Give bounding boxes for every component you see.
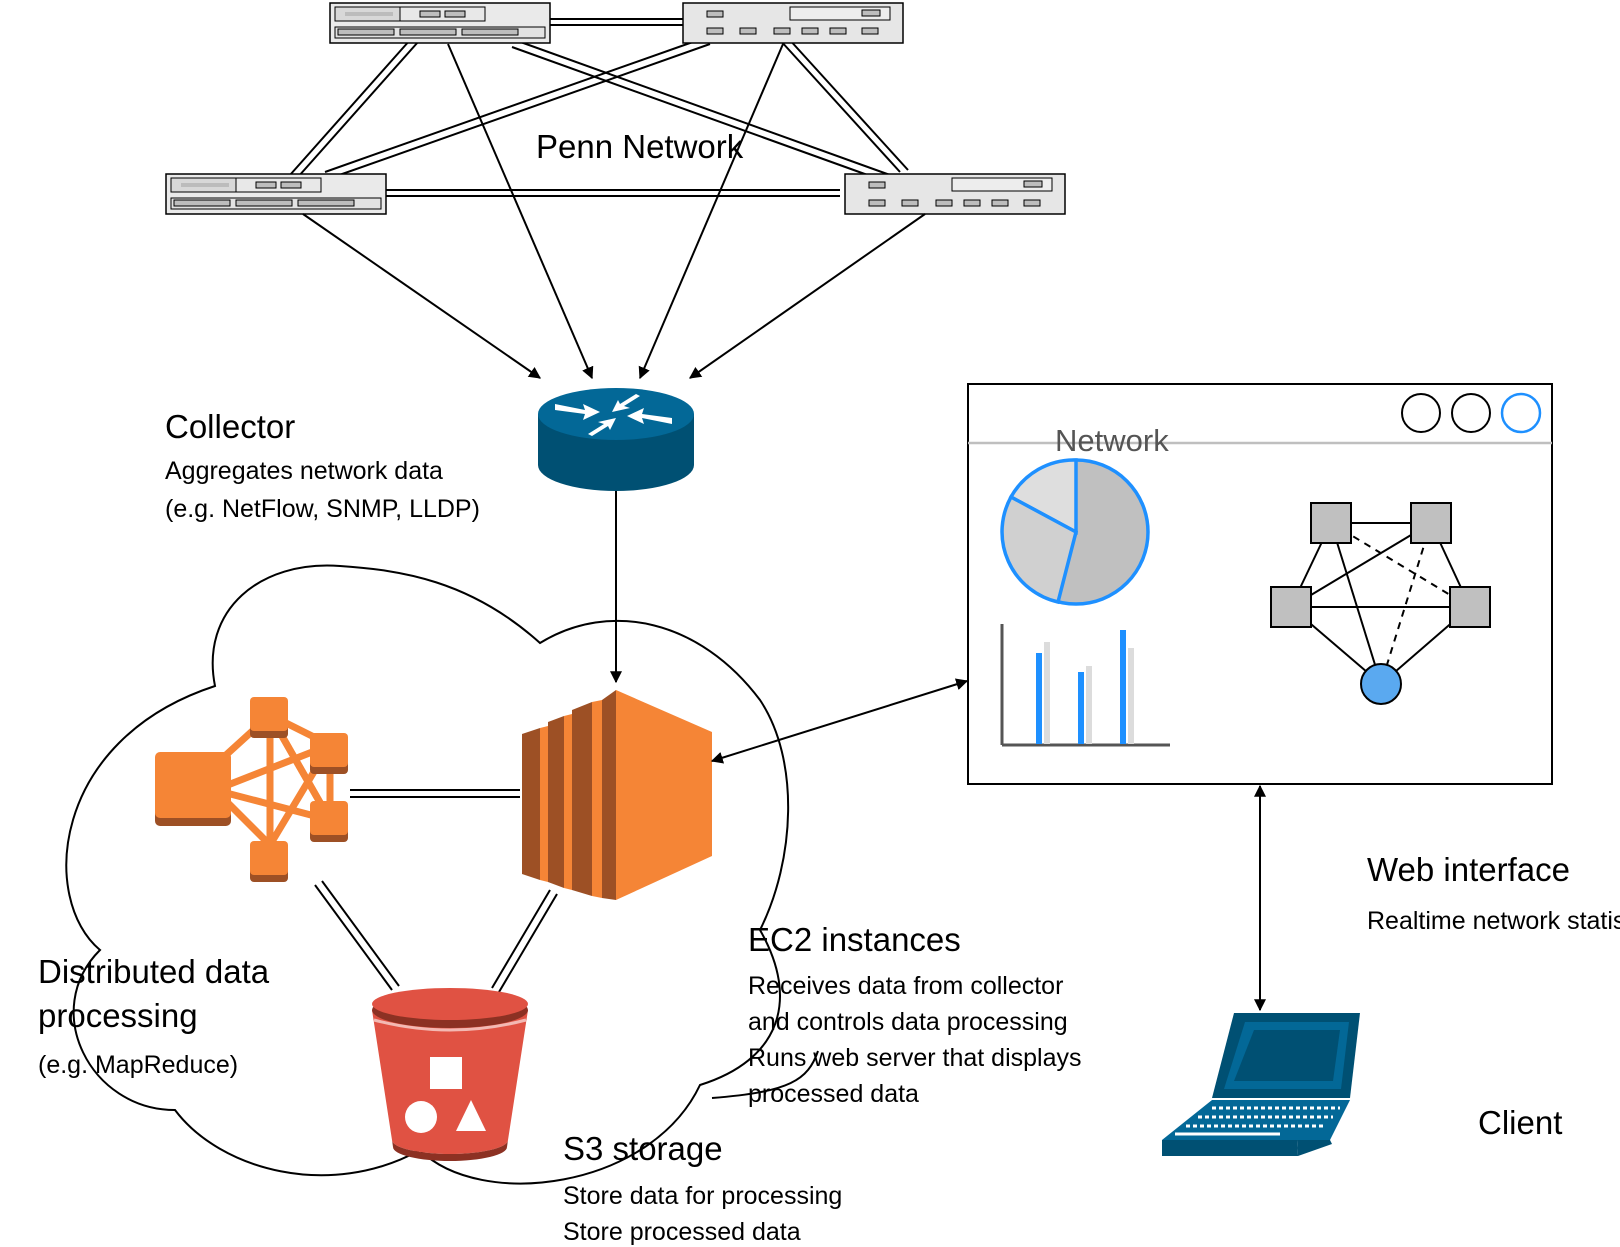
pie-chart-icon (1000, 458, 1150, 606)
web-interface-subtitle: Realtime network statistics (1367, 907, 1620, 935)
ec2-desc-line: processed data (748, 1080, 919, 1108)
switch-icon (329, 2, 551, 44)
s3-bucket-icon (372, 988, 528, 1161)
window-control-button[interactable] (1451, 393, 1491, 433)
window-control-button[interactable] (1401, 393, 1441, 433)
switch-icon (682, 2, 904, 44)
collector-desc-line: Aggregates network data (165, 457, 443, 485)
s3-desc-line: Store processed data (563, 1218, 801, 1246)
web-window-title: Network (1055, 423, 1169, 458)
penn-network-title: Penn Network (536, 128, 744, 165)
client-label: Client (1478, 1104, 1563, 1141)
ec2-desc-line: Runs web server that displays (748, 1044, 1082, 1072)
web-window (967, 383, 1553, 785)
ec2-web-arrow (710, 678, 969, 764)
processing-title-line: processing (38, 997, 198, 1034)
collector-title: Collector (165, 408, 296, 445)
ec2-desc-line: Receives data from collector (748, 972, 1064, 1000)
ec2-icon (522, 690, 712, 900)
processing-note: (e.g. MapReduce) (38, 1051, 239, 1079)
laptop-icon (1162, 1013, 1360, 1156)
window-control-button[interactable] (1500, 392, 1542, 434)
s3-desc-line: Store data for processing (563, 1182, 843, 1210)
network-graph-icon (1270, 502, 1491, 705)
processing-title-line: Distributed data (38, 953, 270, 990)
callout-line (711, 1050, 819, 1099)
s3-title: S3 storage (563, 1130, 723, 1167)
router-icon (538, 388, 694, 491)
ec2-title: EC2 instances (748, 921, 961, 958)
switch-icon (165, 173, 387, 215)
cloud-internal-links (314, 789, 558, 993)
ec2-desc-line: and controls data processing (748, 1008, 1068, 1036)
collector-desc-line: (e.g. NetFlow, SNMP, LLDP) (165, 495, 480, 523)
collection-arrows (302, 43, 926, 684)
web-interface-title: Web interface (1367, 851, 1570, 888)
switch-mesh-links (289, 18, 909, 197)
bar-chart-icon (1000, 624, 1170, 747)
hadoop-cluster-icon (155, 697, 348, 882)
switch-icon (844, 173, 1066, 215)
